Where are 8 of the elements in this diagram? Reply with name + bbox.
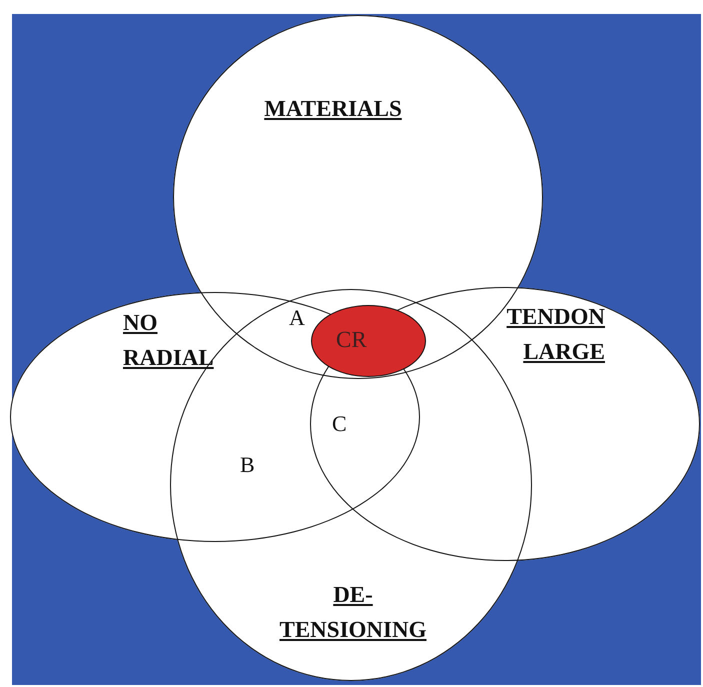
set-heading: NO RADIAL [123,309,215,372]
region-label: B [240,452,255,478]
region-label: C [332,411,347,437]
region-label: A [289,305,305,331]
set-heading: TENDON LARGE [506,303,605,366]
set-heading: DE- TENSIONING [278,581,428,644]
core-label: CR [336,327,367,353]
set-heading: MATERIALS [263,95,403,123]
